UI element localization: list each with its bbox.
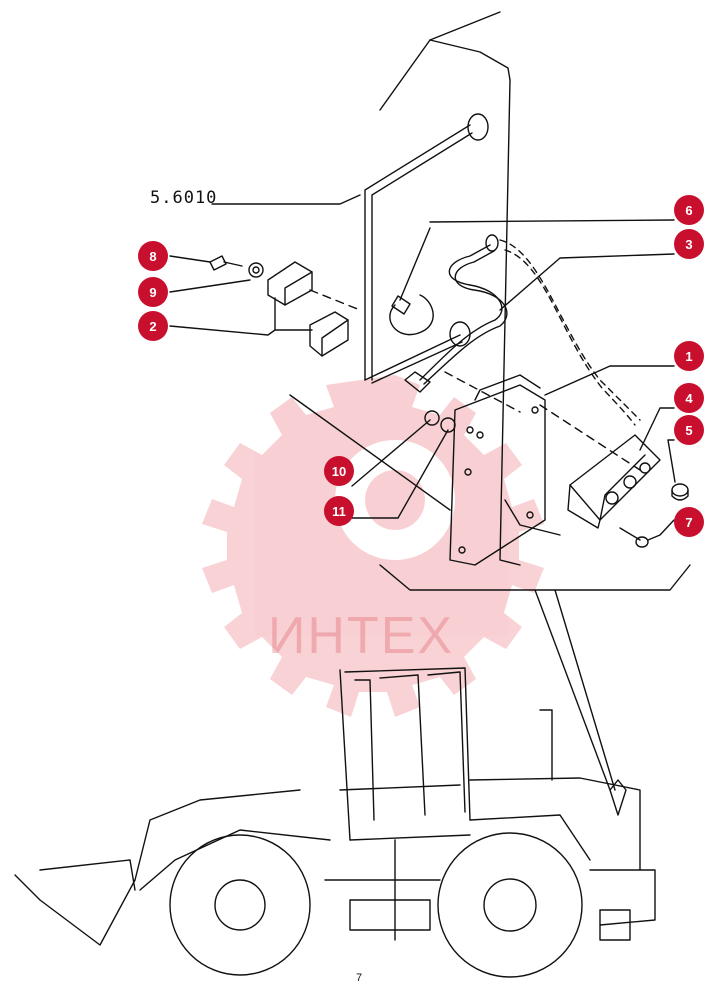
callout-2[interactable]: 2 <box>138 311 168 341</box>
callout-5[interactable]: 5 <box>674 415 704 445</box>
callout-11[interactable]: 11 <box>324 496 354 526</box>
callout-7[interactable]: 7 <box>674 507 704 537</box>
callout-8[interactable]: 8 <box>138 241 168 271</box>
callout-9[interactable]: 9 <box>138 277 168 307</box>
reference-code: 5.6010 <box>150 188 218 208</box>
callout-6[interactable]: 6 <box>674 195 704 225</box>
page-mark: 7 <box>356 972 363 984</box>
wheel-loader-illustration <box>14 667 656 978</box>
callout-1[interactable]: 1 <box>674 341 704 371</box>
callout-3[interactable]: 3 <box>674 229 704 259</box>
watermark-gear-icon <box>202 375 544 717</box>
callout-10[interactable]: 10 <box>324 456 354 486</box>
callout-4[interactable]: 4 <box>674 383 704 413</box>
